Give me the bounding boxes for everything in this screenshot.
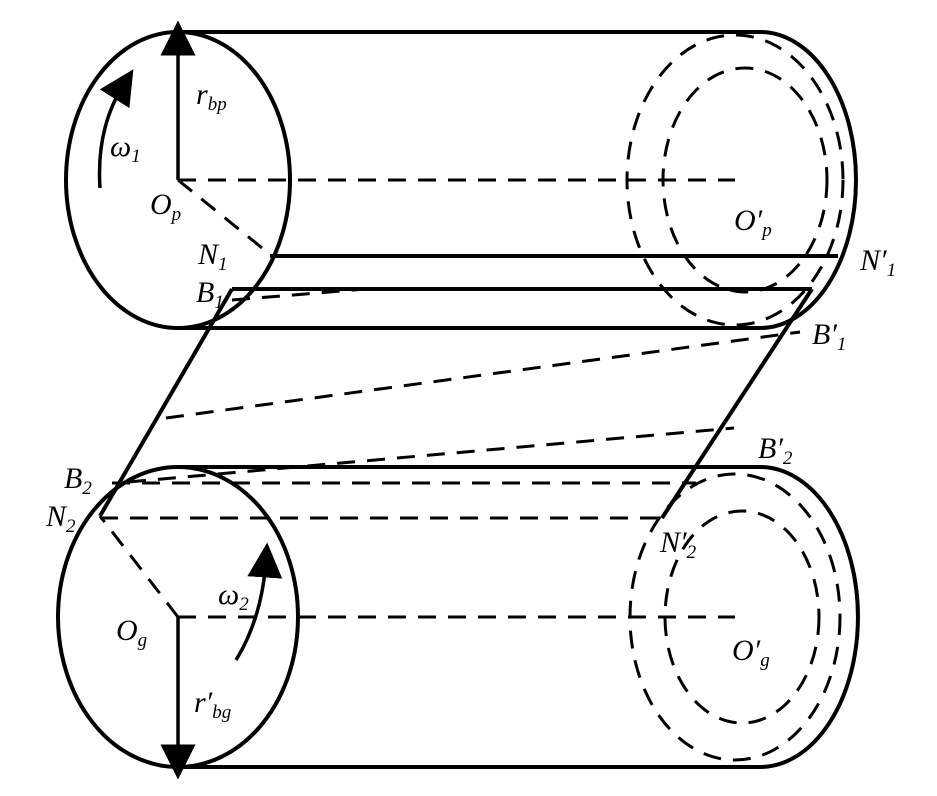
label-B2: B2 bbox=[64, 462, 92, 499]
label-O-p: Op bbox=[150, 188, 181, 225]
label-r-prime-bg: r′bg bbox=[194, 686, 231, 723]
dash-mid-1 bbox=[165, 330, 801, 420]
label-N2: N2 bbox=[45, 500, 76, 537]
label-B-prime-2: B′2 bbox=[758, 432, 793, 469]
label-O-g: Og bbox=[116, 614, 147, 651]
pinion-cylinder bbox=[64, 20, 858, 330]
label-O-prime-p: O′p bbox=[734, 204, 772, 241]
label-B1: B1 bbox=[196, 276, 224, 313]
pinion-radius-to-N1 bbox=[177, 178, 273, 258]
label-N1: N1 bbox=[197, 238, 228, 275]
pinion-back-dashed-outer bbox=[625, 33, 845, 327]
label-N-prime-1: N′1 bbox=[859, 244, 896, 281]
pinion-back-dashed-inner bbox=[661, 66, 829, 294]
line-of-action-plane bbox=[98, 254, 838, 520]
label-B-prime-1: B′1 bbox=[812, 318, 846, 355]
label-N-prime-2: N′2 bbox=[659, 526, 697, 563]
omega1-rotation-arrow bbox=[97, 69, 134, 189]
gear-back-dashed-inner bbox=[663, 509, 821, 725]
labels: rbp ω1 Op N1 B1 O′p N′1 B′1 B2 N2 B′2 N′… bbox=[45, 78, 896, 723]
dash-B1-hatch bbox=[231, 286, 379, 302]
dash-mid-2 bbox=[127, 426, 735, 484]
gear-cylinder bbox=[56, 465, 860, 780]
gear-radius-to-N2 bbox=[98, 515, 180, 618]
gear-back-arc bbox=[759, 465, 860, 769]
edge-B1-B2 bbox=[98, 287, 234, 518]
label-r-bp: rbp bbox=[196, 78, 227, 115]
omega2-rotation-arrow bbox=[234, 542, 283, 661]
label-O-prime-g: O′g bbox=[732, 634, 770, 671]
pinion-back-arc bbox=[759, 30, 858, 330]
edge-Bprime1-Nprime2 bbox=[660, 287, 814, 520]
label-omega2: ω2 bbox=[218, 578, 249, 615]
label-omega1: ω1 bbox=[110, 130, 141, 167]
